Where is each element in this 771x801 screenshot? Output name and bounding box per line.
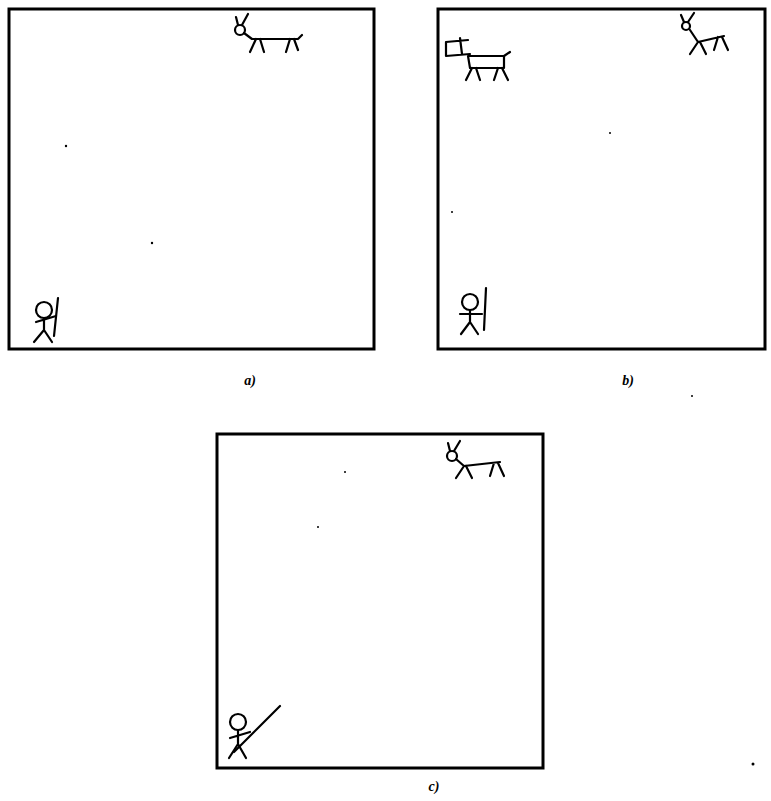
hunter-figure xyxy=(229,706,280,758)
panel-frame xyxy=(9,9,374,349)
panel-label: b) xyxy=(622,373,634,389)
hunter-figure xyxy=(460,288,486,334)
panel-frame xyxy=(217,434,543,768)
animal-figure xyxy=(235,14,302,52)
speck xyxy=(65,132,755,766)
animal-figure xyxy=(681,13,728,54)
animal-figure xyxy=(446,38,510,80)
animal-figure xyxy=(447,441,504,478)
panel-frame xyxy=(438,9,765,349)
panel-label: c) xyxy=(429,779,440,795)
hunter-figure xyxy=(34,298,58,342)
panel-label: a) xyxy=(244,373,256,389)
